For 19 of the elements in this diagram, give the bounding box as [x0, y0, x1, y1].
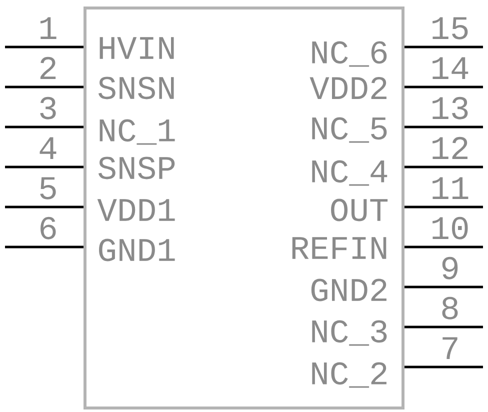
pin-name: SNSP [98, 156, 175, 180]
pin-name: VDD2 [310, 76, 386, 100]
pin-name: REFIN [292, 237, 386, 259]
pin-name: NC_4 [312, 160, 388, 186]
pin-name: NC_6 [312, 41, 387, 67]
pin-name: OUT [331, 198, 388, 222]
pin-name: GND1 [99, 238, 175, 262]
chip-body [84, 6, 404, 410]
pin-name: NC_1 [100, 119, 175, 145]
pin-name: VDD1 [97, 199, 175, 221]
pin-name: NC_2 [312, 362, 386, 388]
pin-name: NC_3 [312, 320, 387, 346]
pin-name: HVIN [100, 37, 174, 59]
pin-name: SNSN [98, 76, 174, 100]
pin-name: NC_5 [312, 117, 387, 143]
pin-number: 8 [442, 296, 458, 320]
pin-name: GND2 [311, 278, 386, 302]
pin-number: 7 [442, 337, 458, 359]
pin-number: 9 [442, 256, 458, 280]
